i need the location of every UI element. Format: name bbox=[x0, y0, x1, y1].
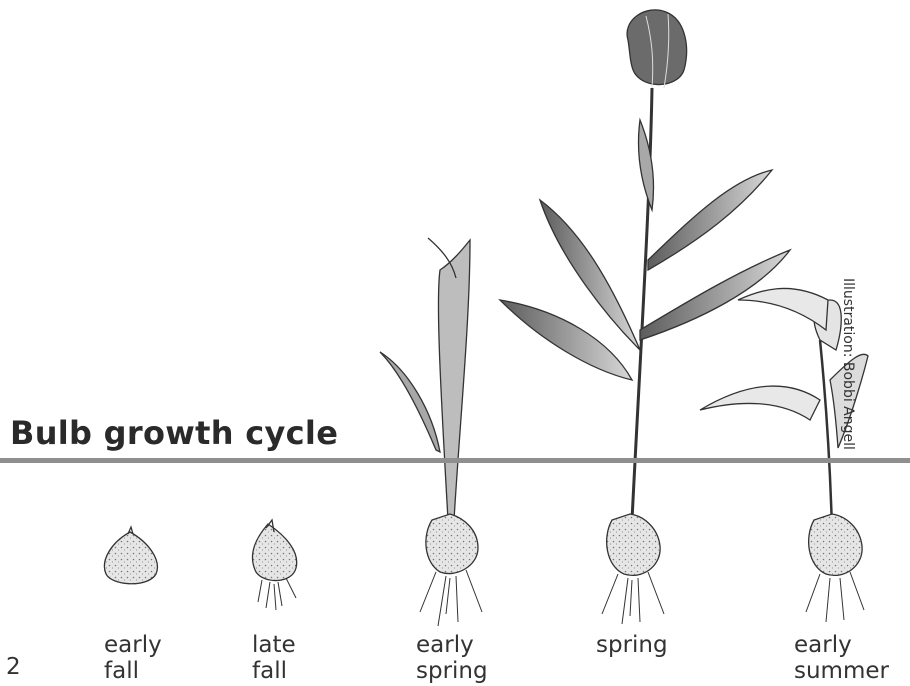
plant-early-spring bbox=[380, 238, 482, 626]
bulb-early-fall bbox=[104, 527, 157, 584]
stage-label-spring: spring bbox=[596, 632, 668, 658]
stage-label-early-fall: early fall bbox=[104, 632, 162, 684]
stage-label-line2: fall bbox=[252, 658, 296, 684]
ground-line bbox=[0, 458, 910, 463]
page-number: 2 bbox=[6, 654, 21, 680]
stage-label-line1: late bbox=[252, 632, 296, 658]
stage-label-early-spring: early spring bbox=[416, 632, 488, 684]
diagram-title: Bulb growth cycle bbox=[10, 414, 338, 452]
stage-label-line1: early bbox=[104, 632, 162, 658]
stage-label-line2: spring bbox=[416, 658, 488, 684]
stage-label-line1: spring bbox=[596, 632, 668, 658]
bulb-late-fall bbox=[252, 520, 296, 610]
stage-label-line2: summer bbox=[794, 658, 889, 684]
stage-label-line1: early bbox=[794, 632, 889, 658]
stage-label-line1: early bbox=[416, 632, 488, 658]
plant-spring-tulip bbox=[500, 10, 790, 624]
stage-label-late-fall: late fall bbox=[252, 632, 296, 684]
stage-label-early-summer: early summer bbox=[794, 632, 889, 684]
stage-label-line2: fall bbox=[104, 658, 162, 684]
illustration-credit: Illustration: Bobbi Angell bbox=[838, 278, 856, 508]
